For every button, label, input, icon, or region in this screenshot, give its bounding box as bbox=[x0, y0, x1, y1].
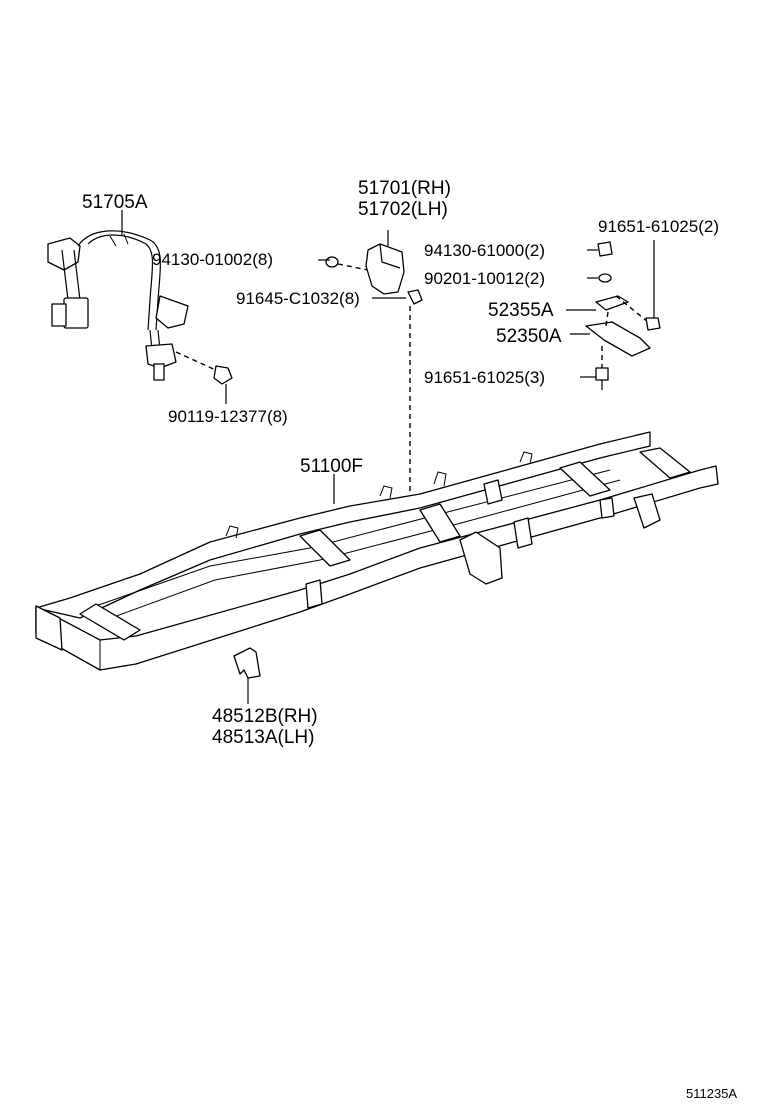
label-51702-lh: 51702(LH) bbox=[358, 199, 448, 220]
label-94130-01002: 94130-01002(8) bbox=[152, 250, 273, 269]
right-hardware bbox=[566, 240, 661, 390]
bracket-48512B bbox=[233, 647, 261, 704]
label-51705A: 51705A bbox=[82, 192, 148, 213]
label-51701-rh: 51701(RH) bbox=[358, 178, 451, 199]
label-90119-12377: 90119-12377(8) bbox=[168, 407, 288, 426]
bolt-90119 bbox=[175, 351, 233, 404]
label-91645-C1032: 91645-C1032(8) bbox=[236, 289, 360, 308]
label-90201-10012: 90201-10012(2) bbox=[424, 269, 545, 288]
label-51100F: 51100F bbox=[300, 456, 363, 477]
figure-id: 511235A bbox=[686, 1086, 737, 1101]
nut-94130-01002 bbox=[325, 256, 369, 271]
label-48512B-rh: 48512B(RH) bbox=[212, 706, 318, 727]
label-91651-61025-top: 91651-61025(2) bbox=[598, 217, 719, 236]
label-91651-61025-bottom: 91651-61025(3) bbox=[424, 368, 545, 387]
label-48513A-lh: 48513A(LH) bbox=[212, 727, 314, 748]
harness-assembly bbox=[47, 230, 189, 381]
label-52355A: 52355A bbox=[488, 300, 554, 321]
bracket-51701 bbox=[365, 230, 405, 295]
chassis-frame bbox=[35, 431, 719, 671]
label-52350A: 52350A bbox=[496, 326, 562, 347]
bolt-91645 bbox=[407, 289, 423, 492]
label-94130-61000: 94130-61000(2) bbox=[424, 241, 545, 260]
